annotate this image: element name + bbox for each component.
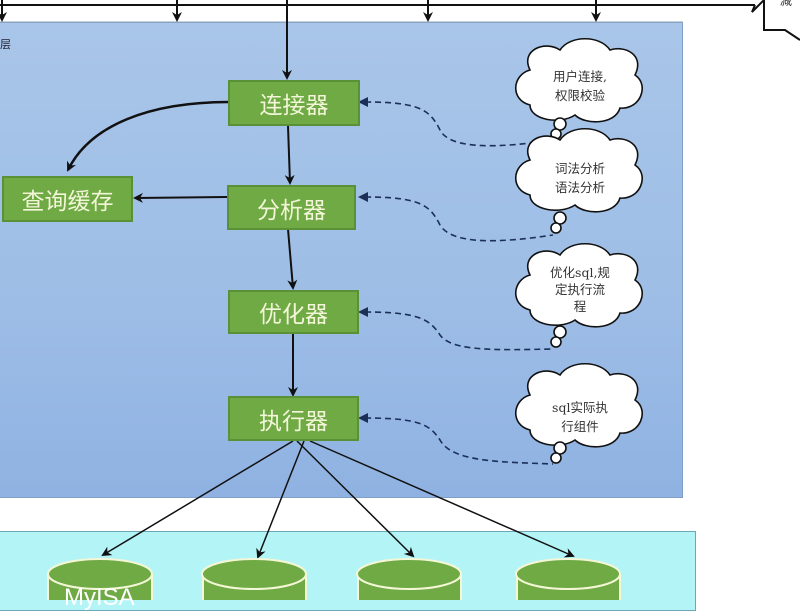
analyzer-to-optimizer-arrow: [287, 228, 298, 290]
server-layer-label: 层: [0, 38, 11, 51]
annotation-arrowhead-2: [358, 192, 368, 202]
annotation-arrowhead-3: [358, 307, 368, 317]
executor-box: 执行器: [228, 396, 359, 441]
storage-engine-label-1: MyISA: [64, 584, 135, 611]
annotation-line: 权限校验: [554, 88, 605, 103]
analyzer-to-cache-arrow: [133, 192, 228, 203]
annotation-line: 行组件: [561, 419, 599, 434]
cloud-executor: [515, 363, 644, 464]
annotation-line: 定执行流: [554, 282, 605, 297]
storage-engine-cylinder-2: [201, 558, 307, 600]
connector-box: 连接器: [228, 80, 360, 126]
top-callout-shape: [751, 0, 800, 41]
executor-to-engine-2: [256, 440, 305, 559]
annotation-optimizer: 优化sql,规 定执行流 程: [530, 264, 630, 315]
executor-to-engine-1: [101, 440, 294, 557]
annotation-analyzer: 词法分析 语法分析: [530, 159, 630, 197]
storage-engine-cylinder-4: [515, 558, 621, 600]
annotation-line: sql实际执: [552, 400, 608, 415]
annotation-line: 优化sql,规: [550, 265, 610, 280]
cloud-connector: [515, 38, 644, 140]
annotation-line: 程: [573, 299, 587, 314]
cloud-optimizer: [515, 243, 644, 348]
analyzer-box: 分析器: [227, 185, 356, 230]
storage-engine-cylinder-1: [47, 558, 153, 600]
storage-engine-cylinder-3: [356, 558, 462, 600]
cloud-analyzer: [515, 128, 644, 234]
annotation-arrowhead-1: [358, 97, 368, 107]
annotation-link-executor: [364, 417, 554, 465]
annotation-arrowhead-4: [358, 413, 368, 423]
annotation-line: 语法分析: [554, 180, 605, 195]
client-bar: [0, 4, 755, 23]
annotation-link-optimizer: [364, 311, 554, 351]
annotation-connector: 用户连接, 权限校验: [530, 67, 630, 105]
executor-to-engine-4: [309, 440, 575, 558]
executor-to-engine-3: [296, 440, 415, 558]
connector-to-cache-arrow: [66, 100, 230, 172]
top-callout-text: 减: [780, 0, 793, 8]
optimizer-box: 优化器: [228, 290, 359, 334]
connector-to-analyzer-arrow: [284, 125, 295, 185]
annotation-line: 用户连接,: [553, 69, 607, 84]
query-cache-box: 查询缓存: [2, 176, 133, 222]
annotation-link-connector: [364, 101, 554, 147]
annotation-line: 词法分析: [554, 161, 605, 176]
annotation-executor: sql实际执 行组件: [530, 398, 630, 436]
annotation-link-analyzer: [364, 196, 554, 242]
